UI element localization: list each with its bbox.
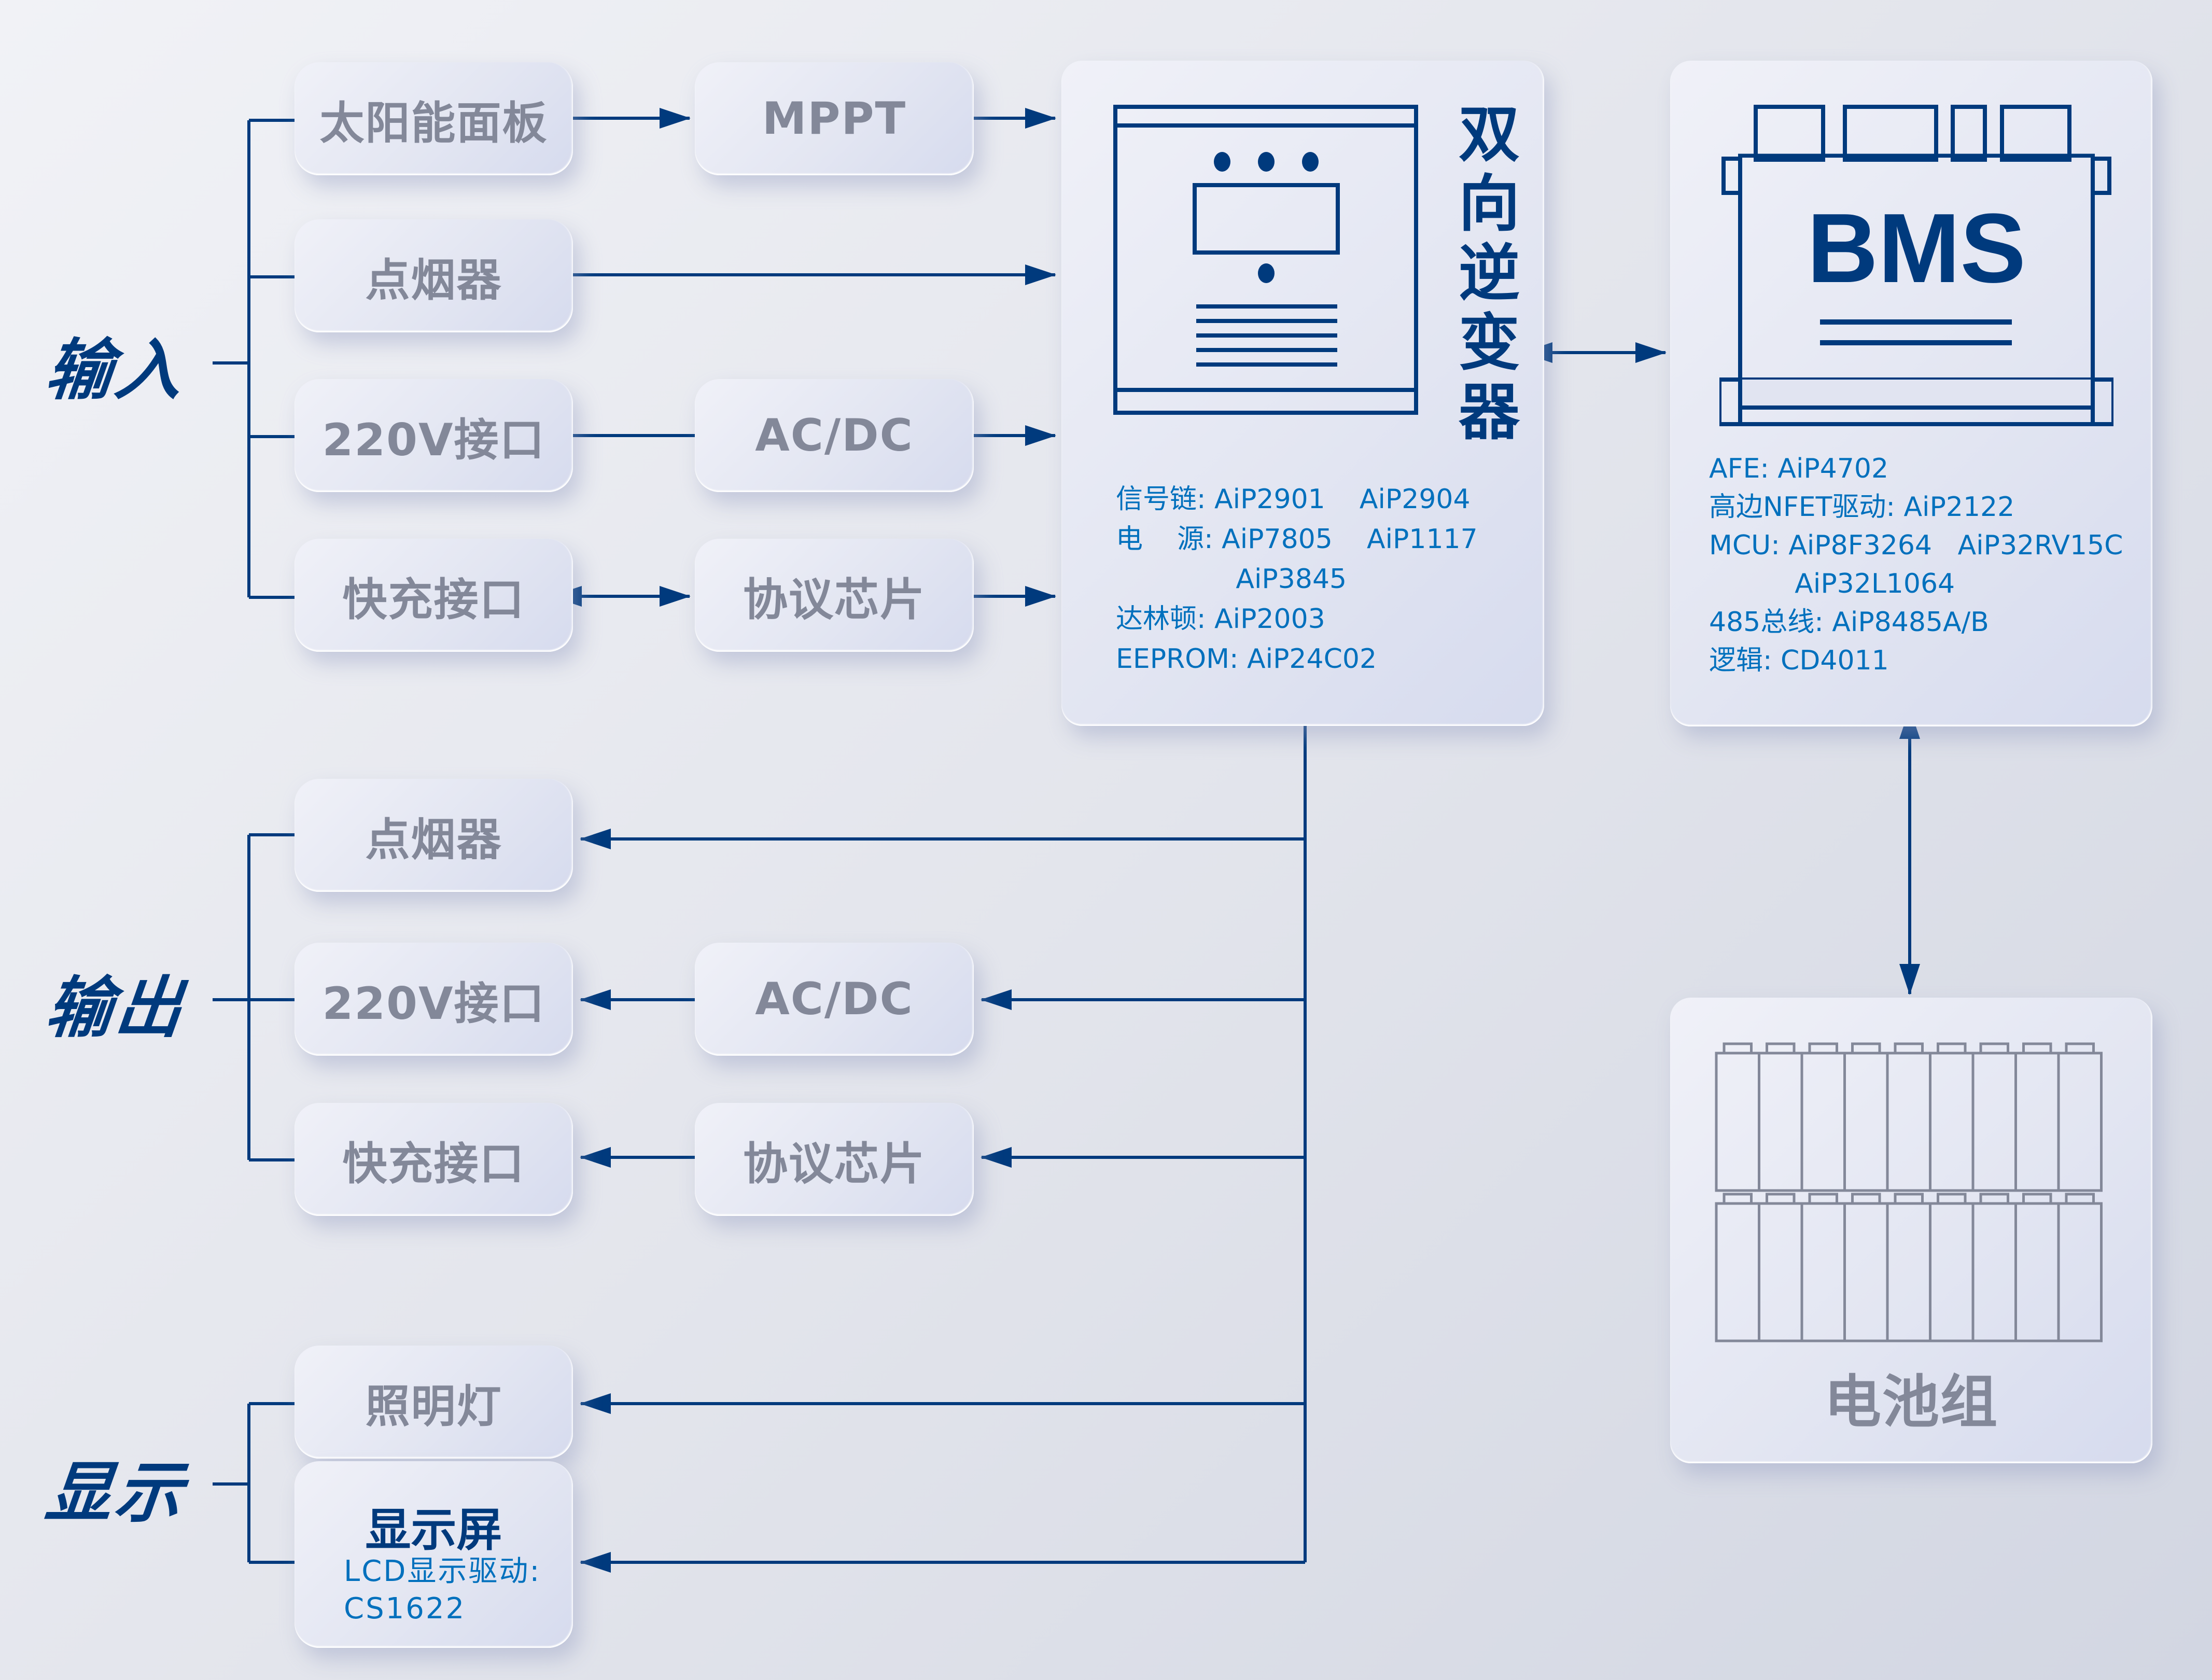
battery-cell xyxy=(1971,1052,2017,1192)
battery-cell-terminal xyxy=(1808,1193,1838,1205)
output-cigarette-lighter-label: 点烟器 xyxy=(365,814,502,866)
display-driver-label: LCD显示驱动: xyxy=(344,1555,541,1588)
battery-cell xyxy=(1929,1202,1975,1342)
input-fast-charge-label: 快充接口 xyxy=(342,573,525,626)
display-driver-chip: CS1622 xyxy=(344,1592,466,1626)
output-acdc-box: AC/DC xyxy=(695,943,974,1056)
battery-cell-terminal xyxy=(1894,1042,1924,1055)
inverter-icon xyxy=(1113,105,1418,415)
output-fast-charge-label: 快充接口 xyxy=(342,1138,525,1190)
battery-cell xyxy=(1886,1202,1931,1342)
input-220v-label: 220V接口 xyxy=(322,414,545,466)
inverter-title: 双向逆变器 xyxy=(1458,99,1520,448)
battery-cell-terminal xyxy=(2022,1193,2052,1205)
battery-cell xyxy=(1800,1052,1846,1192)
bms-title: BMS xyxy=(1807,193,2026,303)
group-label-input: 输入 xyxy=(41,332,189,409)
battery-pack-label: 电池组 xyxy=(1824,1369,1998,1435)
battery-cells-icon xyxy=(1715,1042,2103,1342)
battery-cell-terminal xyxy=(2065,1042,2095,1055)
bms-chip-list: AFE: AiP4702 高边NFET驱动: AiP2122 MCU: AiP8… xyxy=(1709,453,2123,676)
battery-cell-terminal xyxy=(1894,1193,1924,1205)
display-screen-title: 显示屏 xyxy=(365,1503,502,1557)
display-lighting-label: 照明灯 xyxy=(365,1380,502,1433)
input-220v-box: 220V接口 xyxy=(295,379,573,492)
input-mppt-label: MPPT xyxy=(762,93,907,145)
group-label-output: 输出 xyxy=(41,970,189,1047)
battery-pack-panel: 电池组 xyxy=(1670,998,2152,1463)
output-protocol-chip-box: 协议芯片 xyxy=(695,1103,974,1216)
battery-cell xyxy=(1971,1202,2017,1342)
input-cigarette-lighter-label: 点烟器 xyxy=(365,254,502,306)
input-acdc-box: AC/DC xyxy=(695,379,974,492)
display-bracket xyxy=(213,1402,295,1564)
group-label-display: 显示 xyxy=(41,1454,189,1532)
display-lighting-box: 照明灯 xyxy=(295,1346,573,1459)
inverter-chip-list: 信号链: AiP2901 AiP2904 电 源: AiP7805 AiP111… xyxy=(1116,484,1478,675)
battery-cell xyxy=(2014,1052,2060,1192)
inverter-panel: 双向逆变器 信号链: AiP2901 AiP2904 电 源: AiP7805 … xyxy=(1061,61,1544,726)
battery-cell-terminal xyxy=(2022,1042,2052,1055)
battery-cell-terminal xyxy=(1851,1193,1881,1205)
battery-cell-terminal xyxy=(1979,1193,2009,1205)
battery-cell-terminal xyxy=(1808,1042,1838,1055)
battery-cell-terminal xyxy=(1937,1193,1967,1205)
battery-cell xyxy=(1886,1052,1931,1192)
battery-cell-terminal xyxy=(1766,1193,1796,1205)
input-cigarette-lighter-box: 点烟器 xyxy=(295,219,573,332)
battery-cell-terminal xyxy=(1723,1042,1753,1055)
battery-cell xyxy=(1715,1202,1760,1342)
battery-cell xyxy=(1758,1202,1803,1342)
output-220v-box: 220V接口 xyxy=(295,943,573,1056)
input-protocol-chip-label: 协议芯片 xyxy=(743,573,926,626)
bms-icon: BMS xyxy=(1719,105,2113,426)
battery-cell xyxy=(1843,1202,1889,1342)
battery-cell xyxy=(1715,1052,1760,1192)
battery-cell-terminal xyxy=(1851,1042,1881,1055)
battery-cell-terminal xyxy=(1937,1042,1967,1055)
output-fast-charge-box: 快充接口 xyxy=(295,1103,573,1216)
input-protocol-chip-box: 协议芯片 xyxy=(695,539,974,652)
input-solar-panel-label: 太阳能面板 xyxy=(319,97,548,149)
bms-panel: BMS AFE: AiP4702 高边NFET驱动: AiP2122 MCU: … xyxy=(1670,61,2152,726)
battery-cell xyxy=(2014,1202,2060,1342)
input-mppt-box: MPPT xyxy=(695,62,974,175)
battery-cell-terminal xyxy=(1979,1042,2009,1055)
output-bracket xyxy=(213,833,295,1161)
battery-cell-terminal xyxy=(1723,1193,1753,1205)
battery-cell xyxy=(2057,1202,2103,1342)
battery-cell xyxy=(1843,1052,1889,1192)
input-solar-panel-box: 太阳能面板 xyxy=(295,62,573,175)
battery-cell xyxy=(1929,1052,1975,1192)
battery-cell xyxy=(1800,1202,1846,1342)
output-cigarette-lighter-box: 点烟器 xyxy=(295,779,573,892)
battery-cell-terminal xyxy=(1766,1042,1796,1055)
display-screen-box: 显示屏 LCD显示驱动: CS1622 xyxy=(295,1461,573,1648)
battery-cell xyxy=(2057,1052,2103,1192)
input-acdc-label: AC/DC xyxy=(755,410,914,461)
input-fast-charge-box: 快充接口 xyxy=(295,539,573,652)
input-bracket xyxy=(213,119,295,599)
output-220v-label: 220V接口 xyxy=(322,977,545,1030)
output-acdc-label: AC/DC xyxy=(755,973,914,1025)
battery-cell xyxy=(1758,1052,1803,1192)
output-protocol-chip-label: 协议芯片 xyxy=(743,1138,926,1190)
battery-cell-terminal xyxy=(2065,1193,2095,1205)
